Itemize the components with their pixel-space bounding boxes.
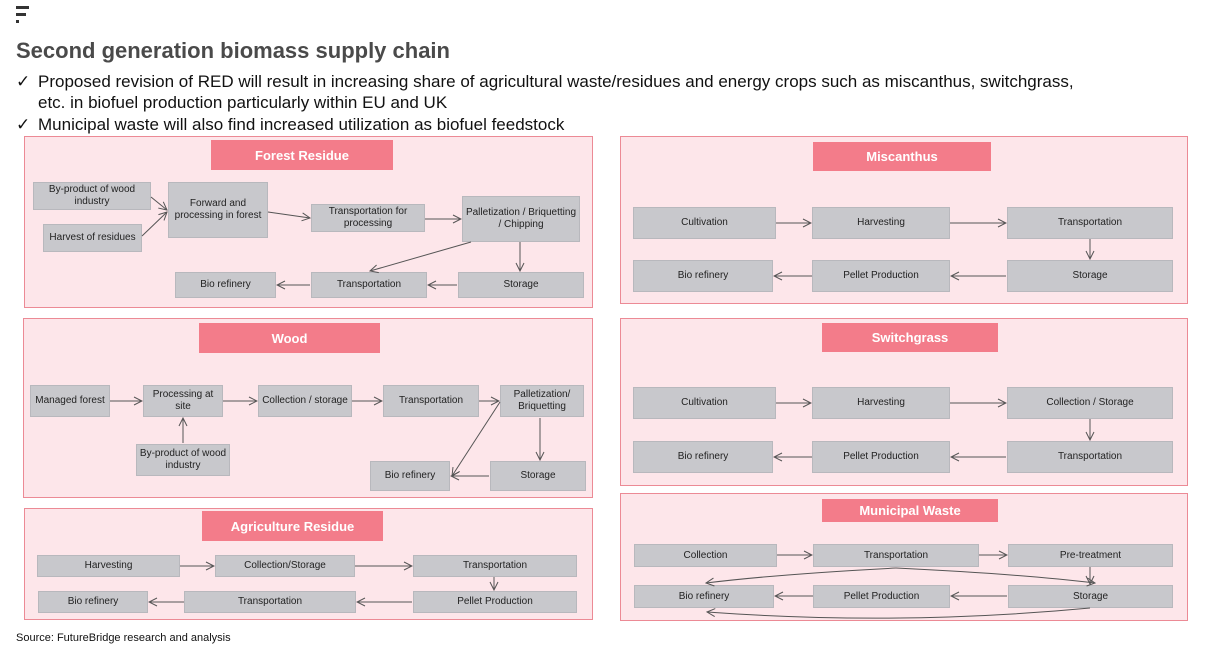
node-storage: Storage [1007, 260, 1173, 292]
node-storage: Storage [1008, 585, 1173, 608]
node-transportation: Transportation [1007, 207, 1173, 239]
panel-title-wood: Wood [199, 323, 380, 353]
node-pellet-production: Pellet Production [813, 585, 950, 608]
node-processing-site: Processing at site [143, 385, 223, 417]
node-transportation: Transportation [311, 272, 427, 298]
node-byproduct-wood: By-product of wood industry [33, 182, 151, 210]
node-bio-refinery: Bio refinery [633, 260, 773, 292]
node-bio-refinery: Bio refinery [38, 591, 148, 613]
node-bio-refinery: Bio refinery [370, 461, 450, 491]
check-icon: ✓ [16, 72, 31, 91]
node-transportation-2: Transportation [184, 591, 356, 613]
page-title: Second generation biomass supply chain [16, 38, 450, 63]
panel-title-municipal-waste: Municipal Waste [822, 499, 998, 522]
bullet-text: Municipal waste will also find increased… [38, 115, 565, 134]
bullet-2: ✓ Municipal waste will also find increase… [16, 114, 1098, 135]
node-bio-refinery: Bio refinery [634, 585, 774, 608]
node-transportation: Transportation [813, 544, 979, 567]
node-storage: Storage [490, 461, 586, 491]
node-collection-storage: Collection/Storage [215, 555, 355, 577]
panel-title-miscanthus: Miscanthus [813, 142, 991, 171]
node-byproduct-wood-industry: By-product of wood industry [136, 444, 230, 476]
node-harvesting: Harvesting [812, 387, 950, 419]
node-transportation-1: Transportation [413, 555, 577, 577]
node-collection-storage: Collection / storage [258, 385, 352, 417]
bullet-1: ✓ Proposed revision of RED will result in… [16, 71, 1098, 113]
node-pellet-production: Pellet Production [812, 260, 950, 292]
node-cultivation: Cultivation [633, 207, 776, 239]
check-icon: ✓ [16, 115, 31, 134]
node-bio-refinery: Bio refinery [175, 272, 276, 298]
node-palletization: Palletization / Briquetting / Chipping [462, 196, 580, 242]
bullet-text: Proposed revision of RED will result in … [38, 72, 1074, 112]
node-managed-forest: Managed forest [30, 385, 110, 417]
node-transportation: Transportation [383, 385, 479, 417]
node-pellet-production: Pellet Production [812, 441, 950, 473]
node-cultivation: Cultivation [633, 387, 776, 419]
node-pellet-production: Pellet Production [413, 591, 577, 613]
node-collection: Collection [634, 544, 777, 567]
node-storage: Storage [458, 272, 584, 298]
source-note: Source: FutureBridge research and analys… [16, 632, 231, 644]
node-harvesting: Harvesting [812, 207, 950, 239]
node-bio-refinery: Bio refinery [633, 441, 773, 473]
node-pre-treatment: Pre-treatment [1008, 544, 1173, 567]
node-harvest-residues: Harvest of residues [43, 224, 142, 252]
node-harvesting: Harvesting [37, 555, 180, 577]
node-collection-storage: Collection / Storage [1007, 387, 1173, 419]
node-transportation: Transportation [1007, 441, 1173, 473]
node-transport-processing: Transportation for processing [311, 204, 425, 232]
node-palletization: Palletization/ Briquetting [500, 385, 584, 417]
node-forward-processing: Forward and processing in forest [168, 182, 268, 238]
brand-logo [16, 6, 30, 28]
panel-title-forest-residue: Forest Residue [211, 140, 393, 170]
panel-title-agriculture-residue: Agriculture Residue [202, 511, 383, 541]
panel-title-switchgrass: Switchgrass [822, 323, 998, 352]
